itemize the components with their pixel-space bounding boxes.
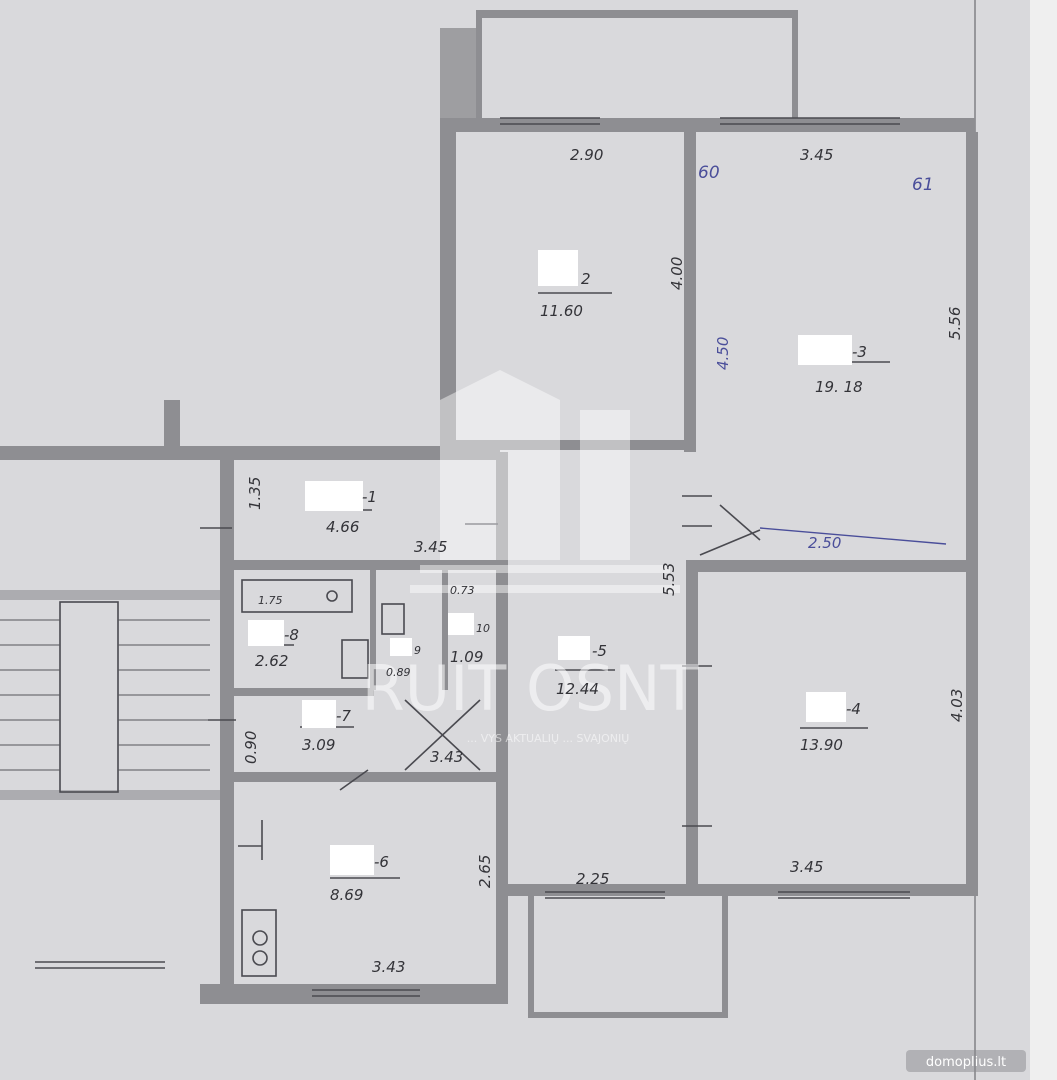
dim-1-35: 1.35 [246, 477, 264, 510]
walls [0, 10, 978, 1018]
room-5-number: -5 [592, 642, 607, 660]
room-2-mask [538, 250, 578, 286]
room-1-mask [305, 481, 363, 511]
room-2-number: 2 [581, 270, 591, 288]
room-8-number: -8 [284, 626, 299, 644]
dim-3-43-kitchen: 3.43 [372, 958, 405, 976]
room-6-area: 8.69 [330, 886, 363, 904]
dim-4-00: 4.00 [668, 257, 686, 290]
dim-5-53: 5.53 [660, 563, 678, 596]
dim-1-75: 1.75 [258, 594, 283, 607]
dim-3-45-mid: 3.45 [414, 538, 447, 556]
watermark-building-icon [410, 370, 680, 593]
room-3-area: 19. 18 [815, 378, 863, 396]
dim-3-43-hall: 3.43 [430, 748, 463, 766]
dim-5-56: 5.56 [946, 307, 964, 340]
room-4-area: 13.90 [800, 736, 843, 754]
watermark-brand: RUIT OSNT [362, 652, 700, 725]
room-1-area: 4.66 [326, 518, 359, 536]
room-10-mask [448, 613, 474, 635]
dim-3-45-bottom: 3.45 [790, 858, 823, 876]
room-8-area: 2.62 [255, 652, 288, 670]
room-4-mask [806, 692, 846, 722]
room-6-mask [330, 845, 374, 875]
room-9-area: 0.89 [386, 666, 411, 679]
room-3-mask [798, 335, 852, 365]
room-10-number: 10 [476, 622, 490, 635]
room-4-number: -4 [846, 700, 861, 718]
fixtures [0, 117, 910, 997]
watermark-tagline: ... VYS AKTUALIŲ ... SVAJONIŲ [467, 732, 630, 745]
site-logo-text: domoplius.lt [926, 1055, 1006, 1070]
room-10-area: 1.09 [450, 648, 483, 666]
room-9-number: 9 [414, 644, 421, 657]
room-2-area: 11.60 [540, 302, 583, 320]
room-7-mask [302, 700, 336, 728]
dim-2-50-arrow [759, 527, 947, 545]
dim-2-50: 2.50 [808, 534, 841, 552]
dim-2-65: 2.65 [476, 855, 494, 888]
site-logo: domoplius.lt [906, 1050, 1026, 1072]
room-5-area: 12.44 [556, 680, 599, 698]
room-7-area: 3.09 [302, 736, 335, 754]
room-7-number: -7 [336, 707, 351, 725]
dim-2-90: 2.90 [570, 146, 603, 164]
dim-2-25: 2.25 [576, 870, 609, 888]
room-6-number: -6 [374, 853, 389, 871]
room-9-mask [390, 638, 412, 656]
watermark: RUIT OSNT ... VYS AKTUALIŲ ... SVAJONIŲ [362, 370, 700, 745]
room-masks [248, 250, 852, 875]
room-labels: 2 11.60 -3 19. 18 -1 4.66 -8 2.62 9 0.89… [255, 270, 867, 904]
note-61: 61 [912, 175, 934, 195]
dim-4-03: 4.03 [948, 689, 966, 722]
room-3-number: -3 [852, 343, 867, 361]
room-5-mask [558, 636, 590, 660]
dim-0-90: 0.90 [242, 731, 260, 764]
dimension-labels: 2.90 3.45 4.00 4.50 5.56 2.50 1.35 3.45 … [242, 146, 966, 976]
dim-4-50: 4.50 [714, 337, 732, 370]
paper-edge [1030, 0, 1057, 1080]
dim-0-73: 0.73 [450, 584, 475, 597]
room-1-number: -1 [362, 488, 377, 506]
note-60: 60 [698, 163, 720, 183]
room-8-mask [248, 620, 284, 646]
blue-notes: 60 61 [698, 163, 947, 545]
dim-3-45-top: 3.45 [800, 146, 833, 164]
